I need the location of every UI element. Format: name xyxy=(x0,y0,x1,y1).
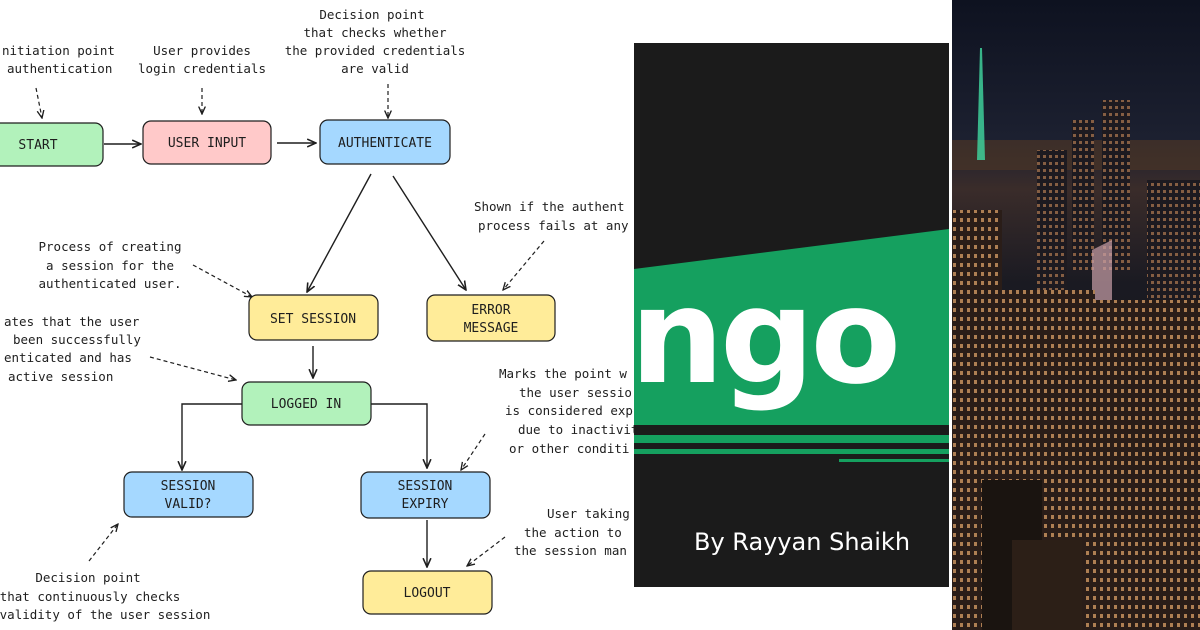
node-logged-in-label: LOGGED IN xyxy=(271,397,341,412)
note-error-line: Shown if the authent xyxy=(474,199,625,214)
node-error-message-line-2: MESSAGE xyxy=(464,321,519,336)
node-set-session: SET SESSION xyxy=(248,294,379,341)
note-start-line: authentication xyxy=(7,61,112,76)
note-logged-in-line: active session xyxy=(8,369,113,384)
node-start: START xyxy=(0,122,104,167)
node-logout: LOGOUT xyxy=(362,570,493,615)
note-start-line: nitiation point xyxy=(2,43,115,58)
note-authenticate-line: that checks whether xyxy=(304,25,447,40)
note-error: Shown if the authent process fails at an… xyxy=(474,199,629,233)
note-expiry-line: Marks the point w xyxy=(499,366,627,381)
note-expiry-line: or other conditi xyxy=(509,441,629,456)
note-authenticate-line: the provided credentials xyxy=(285,43,466,58)
note-logged-in-line: enticated and has xyxy=(4,350,132,365)
cover-author: By Rayyan Shaikh xyxy=(694,528,911,556)
note-logout-line: the session man xyxy=(514,543,627,558)
node-session-valid-line-2: VALID? xyxy=(165,497,212,512)
note-start: nitiation point authentication xyxy=(2,43,115,76)
node-error-message: ERROR MESSAGE xyxy=(426,294,556,342)
cover-stripe xyxy=(634,435,949,443)
cover-card: ngo By Rayyan Shaikh xyxy=(634,43,949,587)
note-logged-in-line: ates that the user xyxy=(4,314,140,329)
note-logged-in-line: been successfully xyxy=(13,332,141,347)
node-session-expiry-line-2: EXPIRY xyxy=(402,497,449,512)
node-authenticate-label: AUTHENTICATE xyxy=(338,136,432,151)
cover-accent-shapes xyxy=(634,229,949,462)
note-logout-line: User taking xyxy=(547,506,630,521)
note-session-valid: Decision point that continuously checks … xyxy=(0,570,210,622)
node-error-message-line-1: ERROR xyxy=(471,303,510,318)
flowchart-canvas: START USER INPUT AUTHENTICATE SET SESSIO… xyxy=(0,7,634,622)
node-start-label: START xyxy=(18,138,57,153)
node-logout-label: LOGOUT xyxy=(404,586,451,601)
note-authenticate: Decision point that checks whether the p… xyxy=(285,7,466,76)
node-user-input: USER INPUT xyxy=(142,120,272,165)
note-set-session-line: a session for the xyxy=(46,258,174,273)
note-user-input: User provides login credentials xyxy=(138,43,266,76)
note-expiry-line: the user sessio xyxy=(519,385,632,400)
node-set-session-label: SET SESSION xyxy=(270,312,356,327)
node-session-expiry: SESSION EXPIRY xyxy=(360,471,491,519)
note-set-session-line: authenticated user. xyxy=(39,276,182,291)
note-set-session-line: Process of creating xyxy=(39,239,182,254)
cover-stripe xyxy=(634,449,949,454)
note-logout: User taking the action to the session ma… xyxy=(514,506,630,558)
note-session-valid-line: that continuously checks xyxy=(0,589,180,604)
flow-arrows xyxy=(104,143,466,567)
note-user-input-line: login credentials xyxy=(138,61,266,76)
node-logged-in: LOGGED IN xyxy=(241,381,372,426)
node-session-valid-line-1: SESSION xyxy=(161,479,216,494)
node-authenticate: AUTHENTICATE xyxy=(319,119,451,165)
cover-stripe xyxy=(839,459,949,462)
note-set-session: Process of creating a session for the au… xyxy=(39,239,182,291)
note-arrows xyxy=(35,84,545,566)
city-skyline-night-photo xyxy=(952,0,1200,630)
cover-green-banner xyxy=(634,229,949,425)
node-session-valid: SESSION VALID? xyxy=(123,471,254,518)
note-expiry: Marks the point w the user sessio is con… xyxy=(499,366,634,456)
note-logout-line: the action to xyxy=(524,525,622,540)
note-authenticate-line: are valid xyxy=(341,61,409,76)
note-user-input-line: User provides xyxy=(153,43,251,58)
node-session-expiry-line-1: SESSION xyxy=(398,479,453,494)
note-session-valid-line: Decision point xyxy=(35,570,140,585)
city-skyline-photo xyxy=(952,0,1200,630)
note-session-valid-line: validity of the user session xyxy=(0,607,210,622)
note-logged-in: ates that the user been successfully ent… xyxy=(4,314,141,384)
note-error-line: process fails at any xyxy=(478,218,629,233)
note-authenticate-line: Decision point xyxy=(319,7,424,22)
cover-title-fragment: ngo xyxy=(634,260,901,414)
note-expiry-line: due to inactivit xyxy=(518,422,634,437)
flowchart-diagram: START USER INPUT AUTHENTICATE SET SESSIO… xyxy=(0,7,634,622)
note-expiry-line: is considered exp xyxy=(505,403,633,418)
node-user-input-label: USER INPUT xyxy=(168,136,246,151)
